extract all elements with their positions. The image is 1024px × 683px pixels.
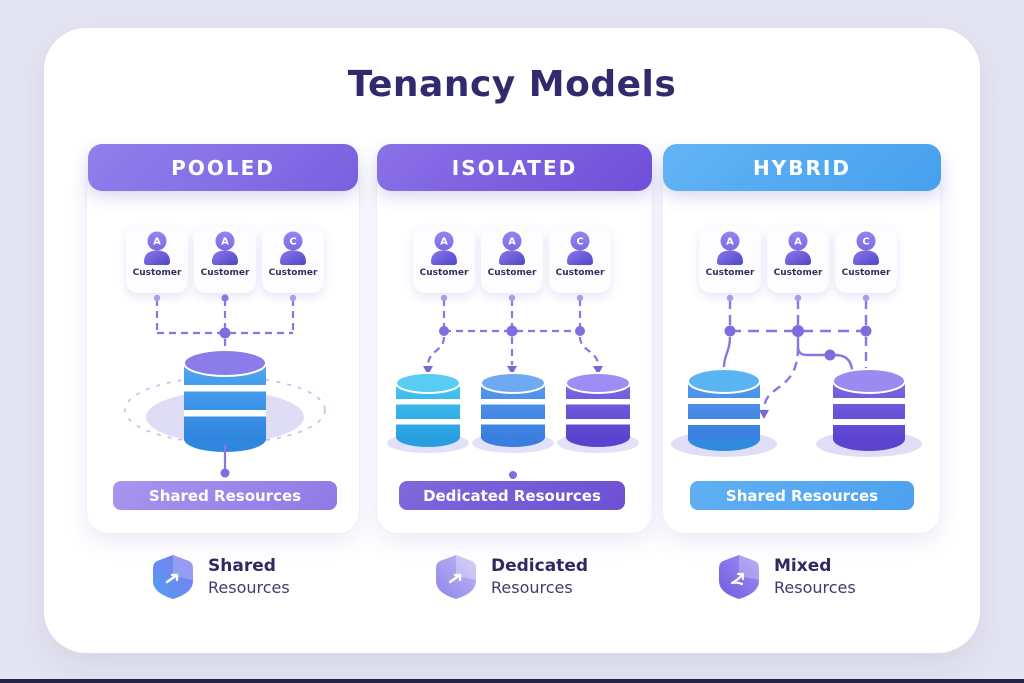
customer-card: A Customer	[413, 226, 475, 293]
connector-dot	[153, 294, 161, 302]
customer-label: Customer	[705, 268, 755, 278]
junction-dot	[219, 327, 231, 339]
shared-database-icon	[183, 349, 267, 452]
customer-avatar-icon: C	[567, 231, 593, 265]
legend-item-shared: Shared Resources	[150, 552, 290, 602]
svg-text:A: A	[508, 237, 516, 248]
connector-dot	[576, 294, 584, 302]
arrowhead	[593, 366, 603, 375]
svg-text:A: A	[794, 237, 802, 248]
customer-avatar-icon: C	[280, 231, 306, 265]
legend-item-dedicated: Dedicated Resources	[433, 552, 588, 602]
dedicated-database-icon	[480, 372, 546, 447]
customer-avatar-icon: A	[717, 231, 743, 265]
legend-title: Shared	[208, 556, 276, 577]
svg-text:A: A	[440, 237, 448, 248]
column-header-hybrid: HYBRID	[663, 144, 941, 191]
customer-label: Customer	[200, 268, 250, 278]
junction-dot	[860, 325, 872, 337]
connector-dot	[509, 471, 517, 479]
column-header-pooled: POOLED	[88, 144, 358, 191]
svg-text:C: C	[289, 237, 296, 248]
legend-text: Dedicated Resources	[491, 556, 588, 597]
arrowhead	[507, 366, 517, 375]
connector-dot	[508, 294, 516, 302]
svg-text:C: C	[862, 237, 869, 248]
customer-card: A Customer	[126, 226, 188, 293]
connector-dot	[221, 294, 229, 302]
customer-avatar-icon: A	[785, 231, 811, 265]
bottom-edge-strip	[0, 679, 1024, 683]
customer-label: Customer	[268, 268, 318, 278]
legend-subtitle: Resources	[208, 577, 290, 597]
legend-text: Mixed Resources	[774, 556, 856, 597]
junction-dot	[575, 326, 585, 336]
column-header-isolated: ISOLATED	[377, 144, 652, 191]
pooled-resource-pill: Shared Resources	[113, 481, 337, 510]
arrowhead	[759, 410, 769, 419]
svg-text:C: C	[576, 237, 583, 248]
connector-dot	[862, 294, 870, 302]
mixed-database-icon	[687, 368, 761, 451]
customer-avatar-icon: A	[212, 231, 238, 265]
connector-dot	[726, 294, 734, 302]
customer-avatar-icon: A	[499, 231, 525, 265]
connector-dot	[440, 294, 448, 302]
shield-cube-dedicated-icon	[436, 555, 476, 599]
hybrid-connector-lines	[722, 299, 868, 412]
customer-card: A Customer	[699, 226, 761, 293]
customer-card: A Customer	[767, 226, 829, 293]
customer-avatar-icon: A	[144, 231, 170, 265]
legend-item-mixed: Mixed Resources	[716, 552, 856, 602]
arrowhead	[423, 366, 433, 375]
customer-label: Customer	[555, 268, 605, 278]
customer-label: Customer	[773, 268, 823, 278]
customer-label: Customer	[419, 268, 469, 278]
hybrid-resource-pill: Shared Resources	[690, 481, 914, 510]
legend-text: Shared Resources	[208, 556, 290, 597]
legend-subtitle: Resources	[491, 577, 573, 597]
customer-avatar-icon: A	[431, 231, 457, 265]
junction-dot	[506, 325, 518, 337]
connector-dot	[794, 294, 802, 302]
customer-card: A Customer	[194, 226, 256, 293]
customer-card: C Customer	[262, 226, 324, 293]
hybrid-diagram	[671, 294, 922, 457]
dedicated-database-icon	[565, 372, 631, 447]
junction-dot	[724, 325, 736, 337]
isolated-diagram	[387, 294, 639, 479]
pooled-diagram	[124, 294, 326, 478]
junction-dot	[792, 325, 804, 337]
customer-avatar-icon: C	[853, 231, 879, 265]
junction-dot	[439, 326, 449, 336]
shield-cube-shared-icon	[153, 555, 193, 599]
customer-card: A Customer	[481, 226, 543, 293]
customer-card: C Customer	[549, 226, 611, 293]
customer-label: Customer	[132, 268, 182, 278]
legend-title: Dedicated	[491, 556, 589, 577]
customer-card: C Customer	[835, 226, 897, 293]
junction-dot	[824, 349, 836, 361]
connector-dot	[220, 468, 230, 478]
svg-text:A: A	[153, 237, 161, 248]
page-title: Tenancy Models	[347, 64, 677, 105]
svg-text:A: A	[221, 237, 229, 248]
pooled-connector-lines	[155, 299, 295, 355]
isolated-resource-pill: Dedicated Resources	[399, 481, 625, 510]
connector-dot	[289, 294, 297, 302]
svg-text:A: A	[726, 237, 734, 248]
customer-label: Customer	[841, 268, 891, 278]
shield-cube-mixed-icon	[719, 555, 759, 599]
mixed-database-icon	[832, 368, 906, 451]
legend-subtitle: Resources	[774, 577, 856, 597]
legend-title: Mixed	[774, 556, 832, 577]
customer-label: Customer	[487, 268, 537, 278]
dedicated-database-icon	[395, 372, 461, 447]
